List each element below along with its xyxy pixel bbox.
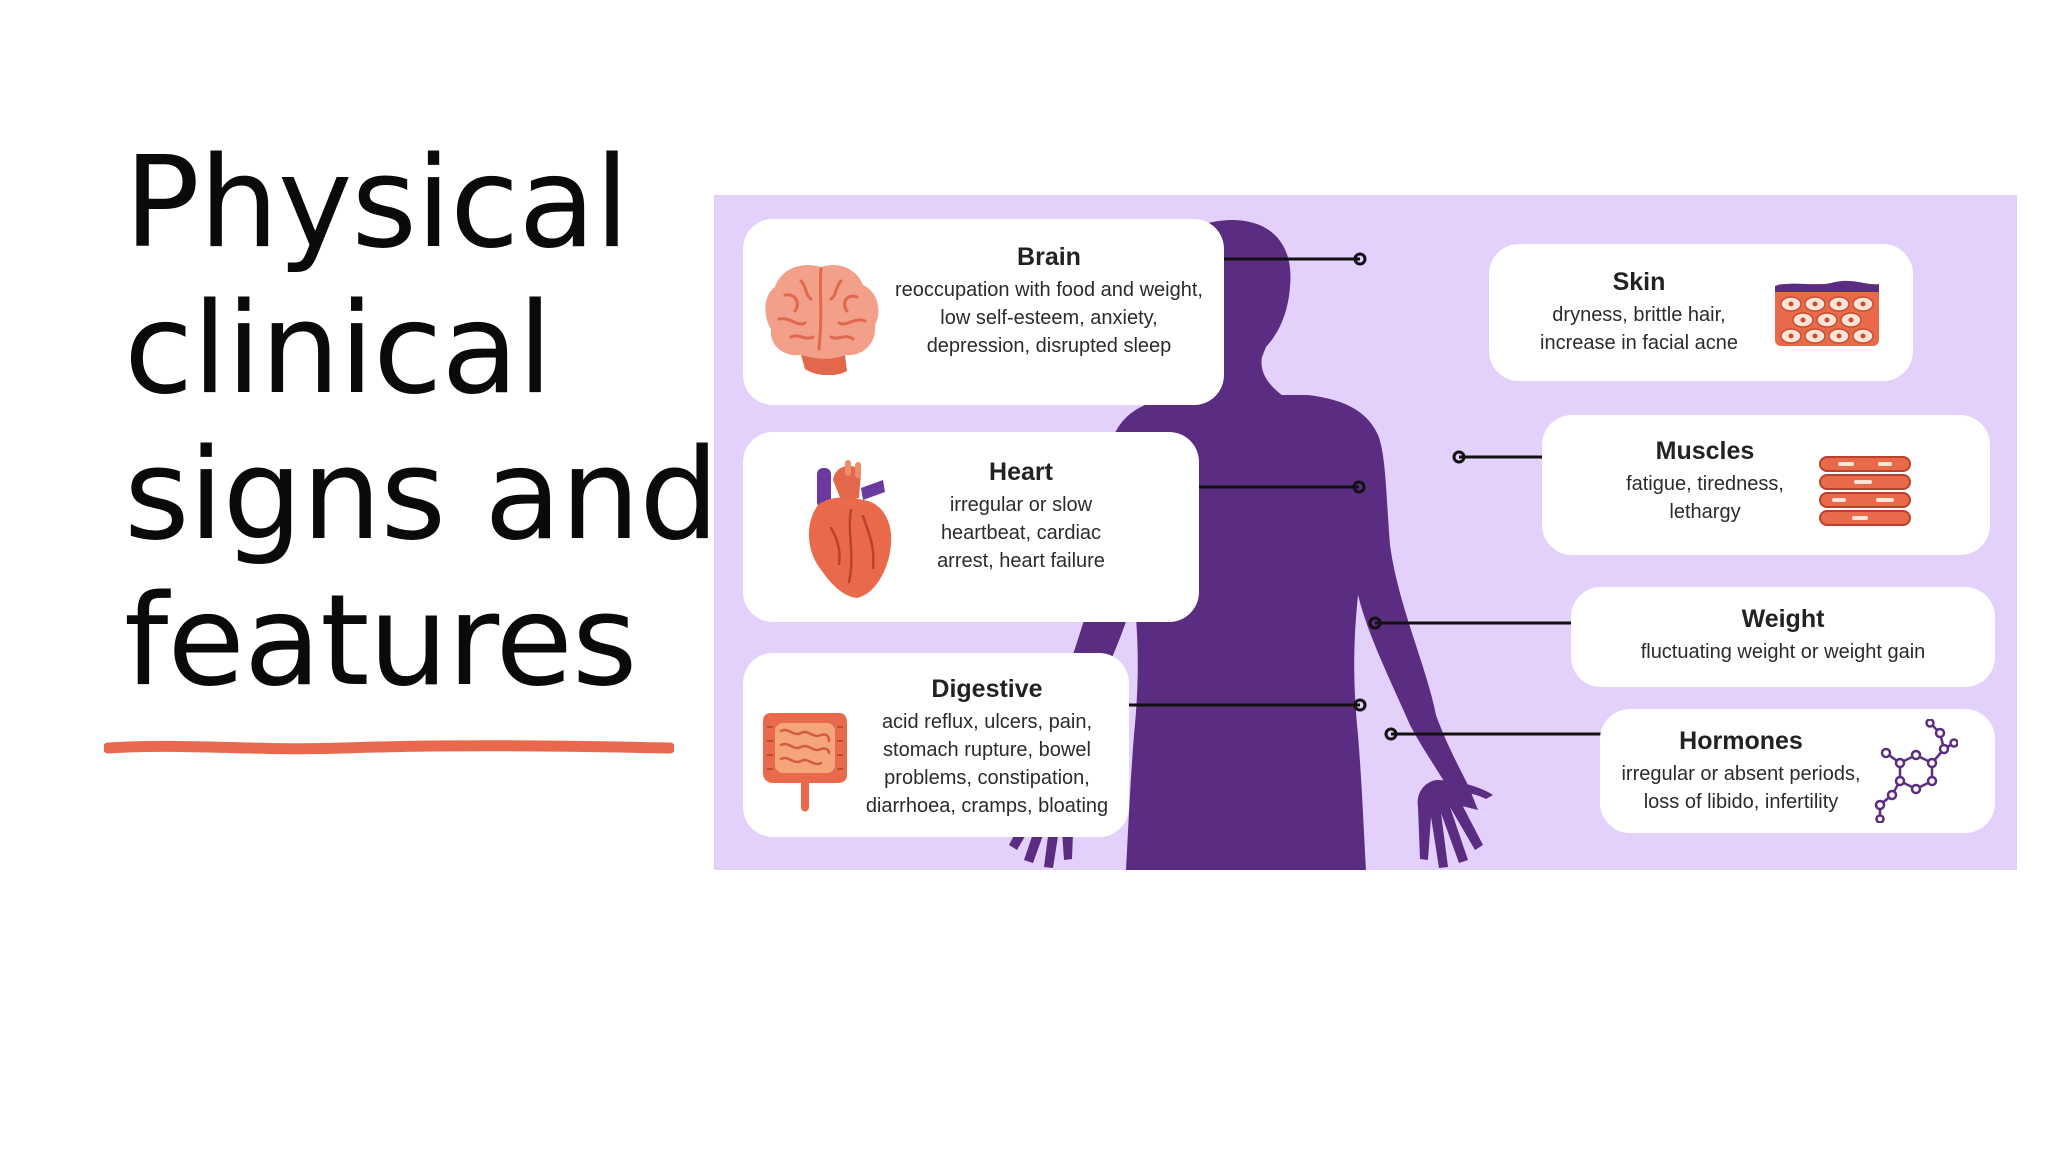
heart-desc-line: arrest, heart failure (937, 550, 1105, 572)
digestive-desc-line: acid reflux, ulcers, pain, (881, 711, 1093, 733)
brain-desc-line: depression, disrupted sleep (926, 335, 1172, 357)
hormones-desc-line: loss of libido, infertility (1643, 791, 1839, 813)
body-diagram-panel: Brain reoccupation with food and weight,… (714, 195, 2017, 870)
weight-desc-line: fluctuating weight or weight gain (1640, 641, 1926, 663)
slide-title-line: features (124, 567, 638, 714)
muscles-heading: Muscles (1655, 437, 1755, 465)
heart-desc-line: irregular or slow (949, 494, 1093, 516)
slide-title-line: signs and (124, 421, 719, 568)
skin-cells-icon (1775, 280, 1879, 346)
muscles-card: Muscles fatigue, tiredness, lethargy (1542, 415, 1990, 555)
connector-lines (1129, 252, 1602, 741)
brain-desc-line: low self-esteem, anxiety, (940, 307, 1158, 329)
slide-title: Physical clinical signs and features (124, 129, 719, 714)
muscles-desc-line: fatigue, tiredness, (1626, 473, 1784, 495)
digestive-desc-line: diarrhoea, cramps, bloating (865, 795, 1109, 817)
skin-heading: Skin (1612, 268, 1666, 296)
digestive-desc-line: stomach rupture, bowel (883, 739, 1091, 761)
skin-desc-line: increase in facial acne (1540, 332, 1738, 354)
brain-desc-line: reoccupation with food and weight, (895, 279, 1203, 301)
digestive-card: Digestive acid reflux, ulcers, pain, sto… (743, 653, 1129, 837)
intestines-icon (763, 713, 847, 812)
muscles-desc-line: lethargy (1669, 501, 1741, 523)
molecule-icon (1874, 719, 1958, 823)
muscle-fibers-icon (1819, 456, 1911, 526)
weight-card: Weight fluctuating weight or weight gain (1571, 587, 1995, 687)
title-underline (104, 740, 674, 755)
skin-desc-line: dryness, brittle hair, (1552, 304, 1726, 326)
weight-heading: Weight (1741, 605, 1825, 633)
heart-card: Heart irregular or slow heartbeat, cardi… (743, 432, 1199, 622)
digestive-desc-line: problems, constipation, (884, 767, 1090, 789)
slide-title-line: Physical (124, 129, 630, 276)
heart-desc-line: heartbeat, cardiac (940, 522, 1102, 544)
hormones-heading: Hormones (1679, 727, 1803, 755)
hormones-card: Hormones irregular or absent periods, lo… (1600, 709, 1995, 833)
brain-card: Brain reoccupation with food and weight,… (743, 219, 1224, 405)
brain-icon (765, 265, 879, 375)
skin-card: Skin dryness, brittle hair, increase in … (1489, 244, 1913, 381)
heart-heading: Heart (989, 458, 1053, 486)
brain-heading: Brain (1017, 243, 1081, 271)
digestive-heading: Digestive (931, 675, 1043, 703)
heart-organ-icon (808, 460, 892, 598)
hormones-desc-line: irregular or absent periods, (1621, 763, 1861, 785)
slide-title-line: clinical (124, 275, 553, 422)
